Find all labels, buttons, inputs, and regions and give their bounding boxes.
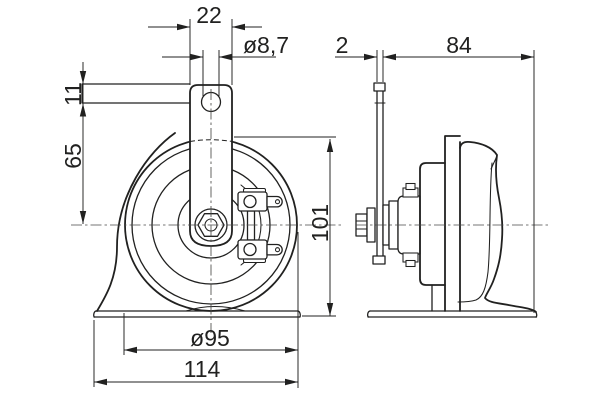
mounting-plate-bottom-tab [372, 255, 386, 265]
bracket-tab [81, 83, 191, 104]
dim-body-diameter: ø95 [123, 232, 299, 388]
dim-bracket-width: 22 [148, 2, 262, 85]
arrowhead [383, 53, 396, 61]
side-upper-terminal-cap [405, 182, 416, 191]
mounting-strap [189, 84, 233, 247]
lower-spade-hole [274, 247, 281, 253]
dim-bracket-thickness: 2 [335, 32, 384, 82]
upper-terminal-hole [243, 194, 257, 209]
base-plate-right-lip [297, 310, 301, 318]
base-plate-left-lip [93, 310, 97, 318]
arrowhead [364, 53, 377, 61]
arrowhead [190, 53, 203, 61]
side-view [355, 82, 548, 318]
dim-overall-depth: 84 [383, 32, 535, 313]
arrowhead [521, 53, 534, 61]
dim-tab-height-and-center-height: 11 65 [60, 62, 87, 224]
front-view [71, 83, 342, 333]
arrowhead [94, 378, 107, 386]
arrowhead [326, 139, 334, 152]
terminal-assembly [237, 187, 283, 264]
arrowhead [79, 71, 87, 84]
arrowhead [124, 346, 137, 354]
dim-center-height-label: 65 [60, 143, 86, 169]
side-base-left-lip [367, 310, 371, 318]
trumpet-shoulder-edge [490, 155, 498, 170]
housing-flange [419, 162, 446, 286]
terminal-link-bar [246, 210, 256, 241]
body-slab [444, 135, 461, 312]
mounting-plate [376, 90, 384, 257]
dim-overall-width: 114 [93, 320, 298, 387]
arrowhead [285, 346, 298, 354]
dim-overall-height-label: 101 [307, 204, 333, 242]
trumpet-inner-fold [457, 162, 493, 303]
arrowhead [79, 211, 87, 224]
arrowhead [285, 378, 298, 386]
trumpet-mouth-edge [185, 305, 246, 312]
arrowhead [177, 23, 190, 31]
arrowhead [232, 23, 245, 31]
mounting-plate-top-tab [373, 82, 386, 92]
arrowhead [79, 103, 87, 117]
dim-body-diameter-label: ø95 [190, 325, 230, 351]
dim-bracket-width-label: 22 [196, 2, 222, 28]
dim-bracket-thickness-label: 2 [336, 32, 349, 58]
dim-overall-depth-label: 84 [446, 32, 472, 58]
upper-spade-hole [274, 199, 281, 205]
arrowhead [219, 53, 232, 61]
side-lower-terminal-cap [405, 259, 416, 268]
lower-terminal-body [237, 239, 268, 260]
trumpet-shell-profile [459, 140, 537, 313]
dim-overall-height: 101 [234, 136, 336, 317]
dim-tab-height-label: 11 [60, 82, 86, 106]
hidden-body-top-edge [189, 139, 233, 143]
lower-spade-connector [266, 243, 283, 256]
upper-terminal-body [237, 191, 268, 212]
dim-hole-diameter-label: ø8,7 [243, 32, 289, 58]
upper-spade-connector [266, 195, 283, 208]
dim-overall-width-label: 114 [184, 356, 221, 382]
dim-hole-diameter: ø8,7 [162, 32, 289, 96]
arrowhead [326, 303, 334, 316]
dimension-annotations: 22 ø8,7 11 65 101 [60, 2, 535, 388]
side-base-right-lip [533, 310, 538, 318]
lower-terminal-hole [243, 242, 257, 257]
bolt-head-facets [355, 220, 368, 230]
trumpet-flare-edge [96, 132, 176, 312]
